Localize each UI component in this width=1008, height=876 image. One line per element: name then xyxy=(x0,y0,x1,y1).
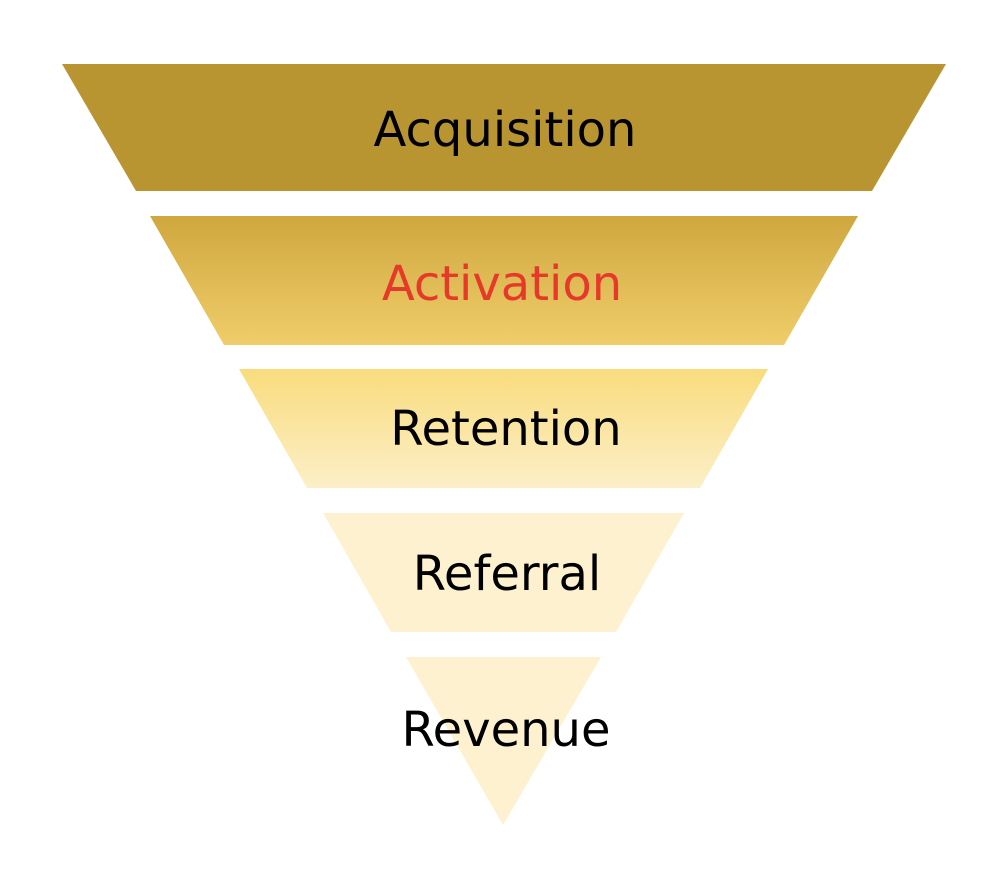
stage-label-revenue: Revenue xyxy=(401,702,610,758)
stage-shape-referral xyxy=(323,513,684,632)
stage-shape-acquisition xyxy=(62,64,946,191)
stage-shape-revenue xyxy=(406,657,601,825)
funnel-stage-acquisition: Acquisition xyxy=(62,64,946,191)
stage-shape-retention xyxy=(239,369,768,488)
funnel-stage-referral: Referral xyxy=(323,513,684,632)
funnel-stage-revenue: Revenue xyxy=(401,657,611,825)
stage-label-retention: Retention xyxy=(390,401,621,457)
stage-label-acquisition: Acquisition xyxy=(374,102,637,158)
stage-shape-activation xyxy=(150,216,858,345)
funnel-stage-retention: Retention xyxy=(239,369,768,488)
stage-label-referral: Referral xyxy=(413,546,602,602)
funnel-stage-activation: Activation xyxy=(150,216,858,345)
stage-label-activation: Activation xyxy=(382,256,622,312)
